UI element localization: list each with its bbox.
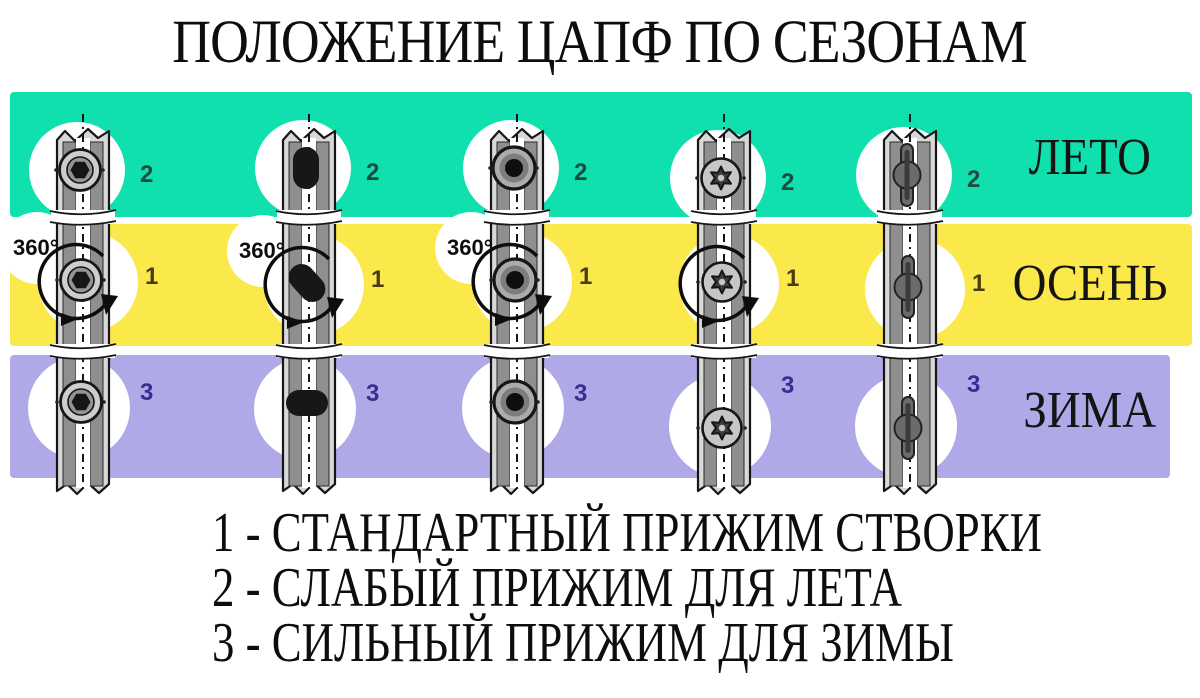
position-number: 3 [140,379,153,406]
position-number: 3 [366,380,379,407]
oval-cam-pin [288,264,326,302]
position-number: 1 [145,263,158,290]
position-number: 3 [781,372,794,399]
season-band-summer [10,92,1192,217]
position-number: 2 [781,169,794,196]
position-number: 1 [972,270,985,297]
season-band-autumn [10,224,1192,346]
torx-cam-pin [696,261,747,303]
season-label-summer: ЛЕТО [1028,129,1152,186]
position-number: 3 [574,380,587,407]
hex-socket-cam-pin [55,258,106,302]
legend-item-2: 2 - СЛАБЫЙ ПРИЖИМ ДЛЯ ЛЕТА [212,557,902,619]
position-number: 3 [967,371,980,398]
position-number: 1 [579,263,592,290]
mushroom-cam-pin [892,143,922,207]
column-2: 360° 2 1 3 [227,114,384,496]
rotation-arrow-icon [37,242,118,326]
hex-socket-cam-pin [54,148,105,192]
season-label-autumn: ОСЕНЬ [1012,255,1168,312]
position-number: 2 [140,161,153,188]
rotation-arrow-icon [471,242,552,326]
page-title: ПОЛОЖЕНИЕ ЦАПФ ПО СЕЗОНАМ [0,8,1200,78]
oval-cam-pin [286,390,328,416]
round-cam-pin [489,257,540,303]
legend-item-3: 3 - СИЛЬНЫЙ ПРИЖИМ ДЛЯ ЗИМЫ [212,612,954,674]
position-number: 1 [371,266,384,293]
rotation-arrow-icon [263,245,344,329]
oval-cam-pin [293,147,319,189]
round-cam-pin [489,379,540,425]
torx-cam-pin [696,407,747,449]
rotation-arrow-icon [678,244,759,328]
season-label-winter: ЗИМА [1023,382,1157,439]
round-cam-pin [488,145,539,191]
position-number: 2 [967,166,980,193]
position-number: 2 [366,159,379,186]
column-4: 2 1 3 [669,114,799,496]
hex-socket-cam-pin [55,380,106,424]
column-5: 2 1 3 [855,114,985,496]
torx-cam-pin [695,157,746,199]
column-3: 360° 2 1 3 [435,114,592,496]
position-number: 1 [786,265,799,292]
mushroom-cam-pin [893,396,923,460]
legend-item-1: 1 - СТАНДАРТНЫЙ ПРИЖИМ СТВОРКИ [212,502,1042,564]
mushroom-cam-pin [893,255,923,319]
rotation-degrees-label: 360° [239,238,285,263]
legend: 1 - СТАНДАРТНЫЙ ПРИЖИМ СТВОРКИ 2 - СЛАБЫ… [212,502,1200,674]
season-band-winter [10,355,1170,478]
page-title-text: ПОЛОЖЕНИЕ ЦАПФ ПО СЕЗОНАМ [172,9,1028,76]
rotation-degrees-label: 360° [13,235,59,260]
position-number: 2 [574,159,587,186]
rotation-degrees-label: 360° [447,235,493,260]
column-1: 360° 2 1 3 [1,114,158,496]
